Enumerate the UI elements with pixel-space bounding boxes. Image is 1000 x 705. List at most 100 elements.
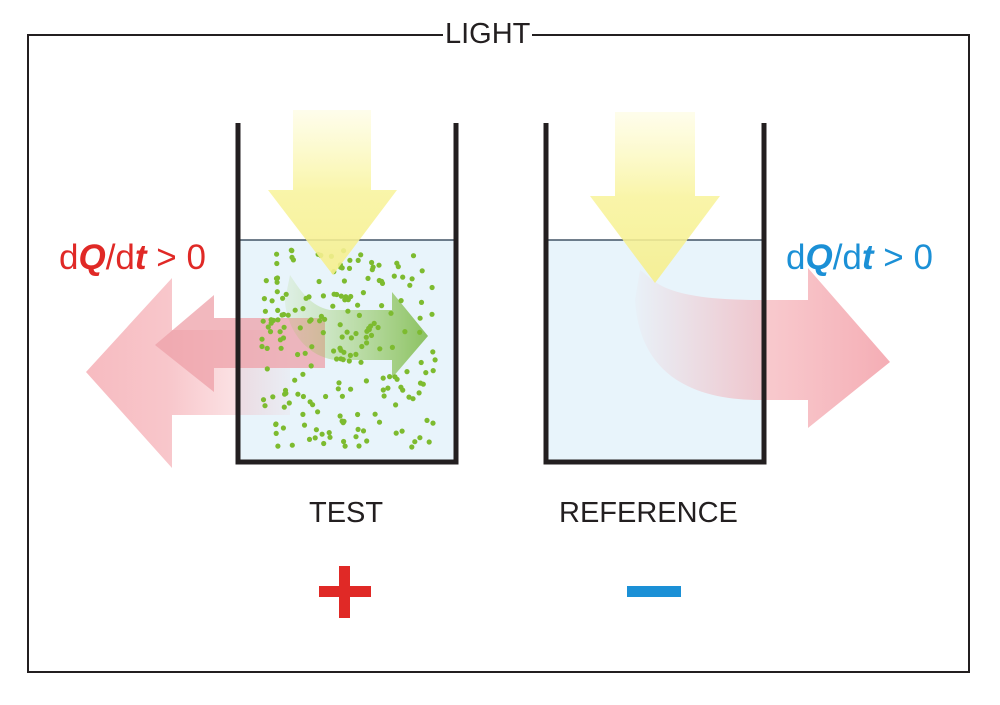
particle xyxy=(320,293,326,299)
particle xyxy=(265,324,271,330)
flux-right-d: d xyxy=(786,238,806,277)
particle xyxy=(419,268,425,274)
particle xyxy=(335,386,341,392)
particle xyxy=(318,313,324,319)
particle xyxy=(417,315,423,321)
particle xyxy=(308,363,314,369)
particle xyxy=(316,278,322,285)
particle xyxy=(330,303,336,309)
particle xyxy=(339,393,345,399)
particle xyxy=(393,402,399,408)
particle xyxy=(430,368,436,374)
particle xyxy=(355,302,361,308)
particle xyxy=(381,393,387,399)
particle xyxy=(430,349,436,355)
particle xyxy=(300,371,306,377)
particle xyxy=(364,438,370,444)
particle xyxy=(278,345,284,351)
particle xyxy=(331,348,337,354)
particle xyxy=(338,293,344,299)
flux-left-rest: > 0 xyxy=(146,238,206,277)
particle xyxy=(281,404,287,410)
particle xyxy=(369,267,375,273)
light-arrow-reference xyxy=(590,112,720,283)
particle xyxy=(412,439,418,445)
particle xyxy=(430,420,436,426)
particle xyxy=(387,374,393,380)
light-label: LIGHT xyxy=(443,18,533,50)
flux-right-mid: /d xyxy=(832,238,862,277)
particle xyxy=(402,329,408,335)
particle xyxy=(355,426,361,432)
reference-label: REFERENCE xyxy=(559,497,738,529)
particle xyxy=(358,252,364,258)
particle xyxy=(347,257,353,263)
particle xyxy=(275,443,281,449)
particle xyxy=(363,334,369,340)
flux-right-q: Q xyxy=(805,238,833,277)
reference-sign-minus xyxy=(627,586,681,597)
particle xyxy=(275,317,281,323)
particle xyxy=(398,298,404,304)
particle xyxy=(392,374,398,380)
particle xyxy=(379,303,385,309)
particle xyxy=(260,318,266,324)
particle xyxy=(389,344,395,350)
particle xyxy=(341,278,347,284)
particle xyxy=(280,295,286,301)
reference-container xyxy=(543,123,767,465)
particle xyxy=(347,352,353,358)
particle xyxy=(380,387,386,393)
particle xyxy=(259,336,265,342)
particle xyxy=(297,325,303,331)
flux-left-d: d xyxy=(59,238,79,277)
particle xyxy=(307,399,313,405)
particle xyxy=(338,356,344,362)
particle xyxy=(356,443,362,449)
particle xyxy=(283,291,289,297)
test-container xyxy=(235,123,459,465)
particle xyxy=(281,324,287,330)
particle xyxy=(286,400,292,406)
particle xyxy=(417,329,423,335)
particle xyxy=(344,329,350,335)
particle xyxy=(268,317,274,323)
particle xyxy=(275,307,281,313)
flux-right-t: t xyxy=(861,238,874,277)
particle xyxy=(270,394,276,400)
particle xyxy=(306,436,313,442)
particle xyxy=(355,257,361,263)
particle xyxy=(410,253,417,259)
particle xyxy=(348,386,354,392)
particle xyxy=(368,323,374,329)
particle xyxy=(320,330,326,336)
particle xyxy=(277,337,283,343)
particle xyxy=(388,310,394,316)
particle xyxy=(368,332,375,338)
test-sign-plus xyxy=(319,566,371,618)
particle xyxy=(424,417,430,423)
particle xyxy=(336,380,342,386)
flux-left-t: t xyxy=(134,238,147,277)
particle xyxy=(301,422,308,428)
particle xyxy=(323,393,329,400)
particle xyxy=(302,350,308,356)
particle xyxy=(404,369,410,375)
particle xyxy=(292,307,298,313)
particle xyxy=(429,311,435,317)
particle xyxy=(289,442,295,448)
heat-arrow-left-large xyxy=(86,278,290,468)
particle xyxy=(369,259,375,266)
particle xyxy=(426,439,432,445)
particle xyxy=(406,394,412,400)
particle xyxy=(355,411,361,418)
particle xyxy=(279,312,285,318)
particle xyxy=(285,312,291,318)
particle xyxy=(377,346,383,352)
particle xyxy=(273,430,279,436)
particle xyxy=(409,276,415,282)
particle xyxy=(416,390,422,396)
particle xyxy=(399,428,405,434)
particle xyxy=(348,335,354,341)
